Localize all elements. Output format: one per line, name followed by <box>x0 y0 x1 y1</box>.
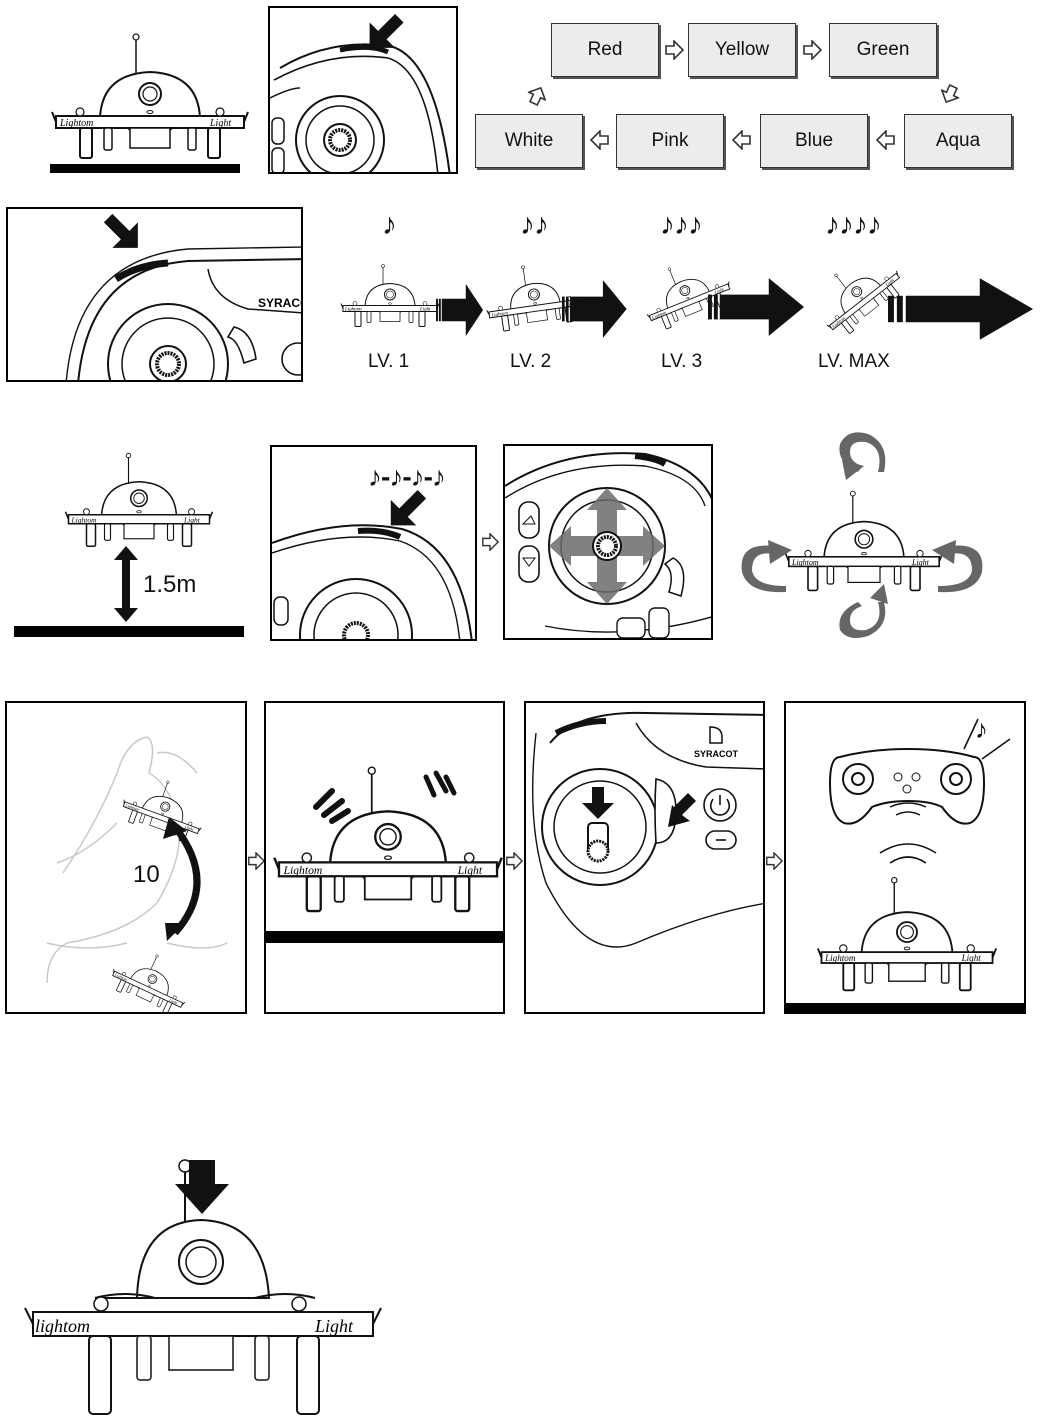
cycle-arrow-icon <box>876 130 895 150</box>
color-red: Red <box>551 23 659 77</box>
color-pink: Pink <box>616 114 724 168</box>
speed-level-label: LV. 3 <box>661 351 703 372</box>
speed-level-label: LV. 2 <box>510 351 552 372</box>
speed-arrow-icon <box>562 280 627 338</box>
speed-level-label: LV. MAX <box>818 351 890 372</box>
color-white: White <box>475 114 583 168</box>
beep-lv1: ♪ <box>382 208 397 241</box>
speed-arrow-icon <box>888 278 1034 340</box>
cycle-arrow-icon <box>524 83 550 108</box>
drone-rotation-illustration <box>741 432 983 638</box>
pairing-panel <box>784 701 1026 1014</box>
step-arrow-icon <box>766 852 783 870</box>
shake-count: 10 <box>133 861 160 888</box>
step-arrow-icon <box>506 852 523 870</box>
beep-lv2: ♪♪ <box>520 208 549 241</box>
color-aqua: Aqua <box>904 114 1012 168</box>
speed-arrow-icon <box>436 283 484 337</box>
cycle-arrow-icon <box>590 130 609 150</box>
speed-arrow-icon <box>708 278 805 336</box>
calibration-beep: ♪-♪-♪-♪ <box>368 461 446 492</box>
drone-lights-flash-panel <box>264 701 505 1014</box>
brand-logo: SYRACOT <box>694 749 739 759</box>
calibration-button-panel <box>270 445 477 641</box>
drone-power-button-illustration: lightom Light <box>24 1159 382 1415</box>
step-arrow-icon <box>482 533 499 551</box>
svg-text:Light: Light <box>314 1316 354 1336</box>
color-green: Green <box>829 23 937 77</box>
speed-level-1-drone <box>340 264 440 327</box>
color-yellow: Yellow <box>688 23 796 77</box>
svg-text:lightom: lightom <box>35 1316 90 1336</box>
height-label: 1.5m <box>143 571 197 598</box>
color-blue: Blue <box>760 114 868 168</box>
step-arrow-icon <box>248 852 265 870</box>
remote-speed-button-panel: SYRACOT <box>6 207 303 382</box>
cycle-arrow-icon <box>803 40 822 60</box>
cycle-arrow-icon <box>732 130 751 150</box>
drone-on-ground-illustration <box>50 33 249 173</box>
shake-calibration-panel <box>5 701 247 1014</box>
brand-logo: SYRACOT <box>258 296 303 310</box>
pairing-beep: ♪ <box>975 714 988 744</box>
remote-button-detail-panel <box>268 6 458 174</box>
cycle-arrow-icon <box>937 82 963 107</box>
speed-level-label: LV. 1 <box>368 351 410 372</box>
remote-power-on-panel: SYRACOT <box>524 701 765 1014</box>
beep-lv3: ♪♪♪ <box>660 208 703 241</box>
hover-height-illustration <box>14 452 244 637</box>
joystick-direction-panel <box>503 444 713 640</box>
beep-lvmax: ♪♪♪♪ <box>825 208 882 241</box>
cycle-arrow-icon <box>665 40 684 60</box>
